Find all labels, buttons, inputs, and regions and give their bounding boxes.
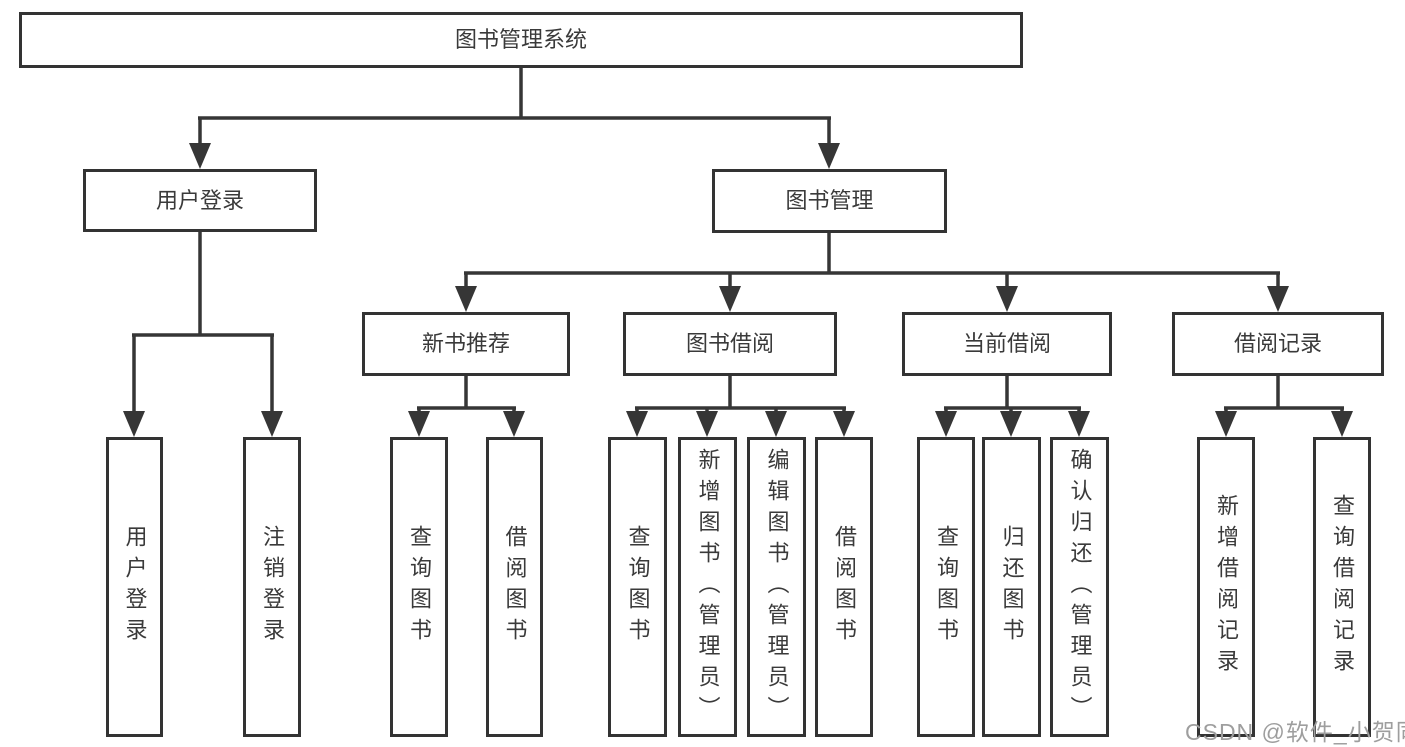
node-new-book-recommend: 新书推荐 (362, 312, 570, 376)
node-label: 注销登录 (260, 525, 285, 649)
node-label: 新增图书（管理员） (695, 447, 721, 727)
csdn-watermark: CSDN @软件_小贺同学 (1185, 719, 1405, 745)
node-book-management: 图书管理 (712, 169, 947, 233)
node-label: 图书管理系统 (454, 27, 587, 52)
connector-book-management-branch (455, 233, 1289, 312)
leaf-newbook-query-books: 查询图书 (390, 437, 448, 737)
leaf-current-confirm-return-admin: 确认归还（管理员） (1050, 437, 1109, 737)
node-current-borrowing: 当前借阅 (902, 312, 1112, 376)
leaf-newbook-borrow-books: 借阅图书 (486, 437, 543, 737)
node-user-login: 用户登录 (83, 169, 317, 232)
node-label: 当前借阅 (962, 331, 1051, 356)
node-borrowing-records: 借阅记录 (1172, 312, 1384, 376)
connector-root-to-level2 (189, 68, 840, 169)
leaf-record-query-borrow-record: 查询借阅记录 (1313, 437, 1371, 737)
leaf-logout: 注销登录 (243, 437, 301, 737)
node-library-management-system: 图书管理系统 (19, 12, 1023, 68)
leaf-user-login: 用户登录 (106, 437, 163, 737)
node-label: 图书借阅 (685, 331, 774, 356)
node-label: 确认归还（管理员） (1067, 447, 1093, 727)
node-label: 借阅图书 (832, 525, 857, 649)
connector-borrow-record-branch (1215, 376, 1353, 437)
leaf-current-return-books: 归还图书 (982, 437, 1041, 737)
node-label: 查询图书 (934, 525, 959, 649)
node-label: 用户登录 (155, 187, 244, 213)
node-label: 借阅记录 (1233, 331, 1322, 356)
leaf-record-add-borrow-record: 新增借阅记录 (1197, 437, 1255, 737)
node-label: 归还图书 (999, 525, 1025, 649)
connector-user-login-branch (123, 232, 283, 437)
node-label: 新增借阅记录 (1214, 494, 1239, 680)
connector-current-borrow-branch (935, 376, 1090, 437)
leaf-current-query-books: 查询图书 (917, 437, 975, 737)
node-label: 查询图书 (407, 525, 432, 649)
node-label: 用户登录 (122, 525, 148, 649)
node-label: 查询图书 (625, 525, 651, 649)
leaf-borrow-edit-books-admin: 编辑图书（管理员） (747, 437, 806, 737)
node-label: 新书推荐 (421, 331, 510, 356)
leaf-borrow-borrow-books: 借阅图书 (815, 437, 873, 737)
leaf-borrow-query-books: 查询图书 (608, 437, 667, 737)
node-label: 图书管理 (785, 188, 874, 213)
node-label: 查询借阅记录 (1330, 494, 1355, 680)
node-book-borrowing: 图书借阅 (623, 312, 837, 376)
connector-new-book-branch (408, 376, 525, 437)
connector-book-borrow-branch (626, 376, 855, 437)
node-label: 借阅图书 (502, 525, 528, 649)
leaf-borrow-add-books-admin: 新增图书（管理员） (678, 437, 737, 737)
node-label: 编辑图书（管理员） (764, 447, 790, 727)
